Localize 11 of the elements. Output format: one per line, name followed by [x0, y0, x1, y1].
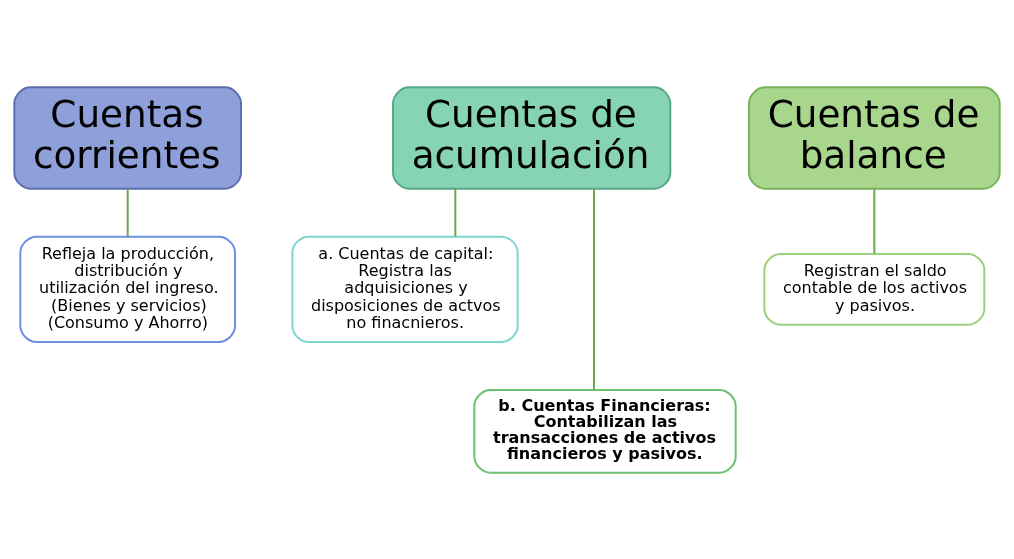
node-box: Cuentas corrientes: [13, 85, 242, 190]
node-box: Registran el saldo contable de los activos y pasivos.: [763, 252, 986, 326]
connector: [873, 187, 876, 255]
node-box: Cuentas de balance: [748, 85, 1001, 190]
node-box: Cuentas de acumulación: [392, 85, 672, 190]
node-box: a. Cuentas de capital: Registra las adquisiciones y disposiciones de actvos no finacnieros.: [291, 235, 519, 343]
connector: [454, 187, 457, 237]
node-box: Refleja la producción, distribución y utilización del ingreso. (Bienes y servicios) (Consumo y Ahorro): [19, 235, 236, 343]
connector: [593, 187, 595, 391]
node-box: b. Cuentas Financieras: Contabilizan las transacciones de activos financieros y pasivos.: [473, 388, 737, 474]
connector: [126, 187, 129, 237]
